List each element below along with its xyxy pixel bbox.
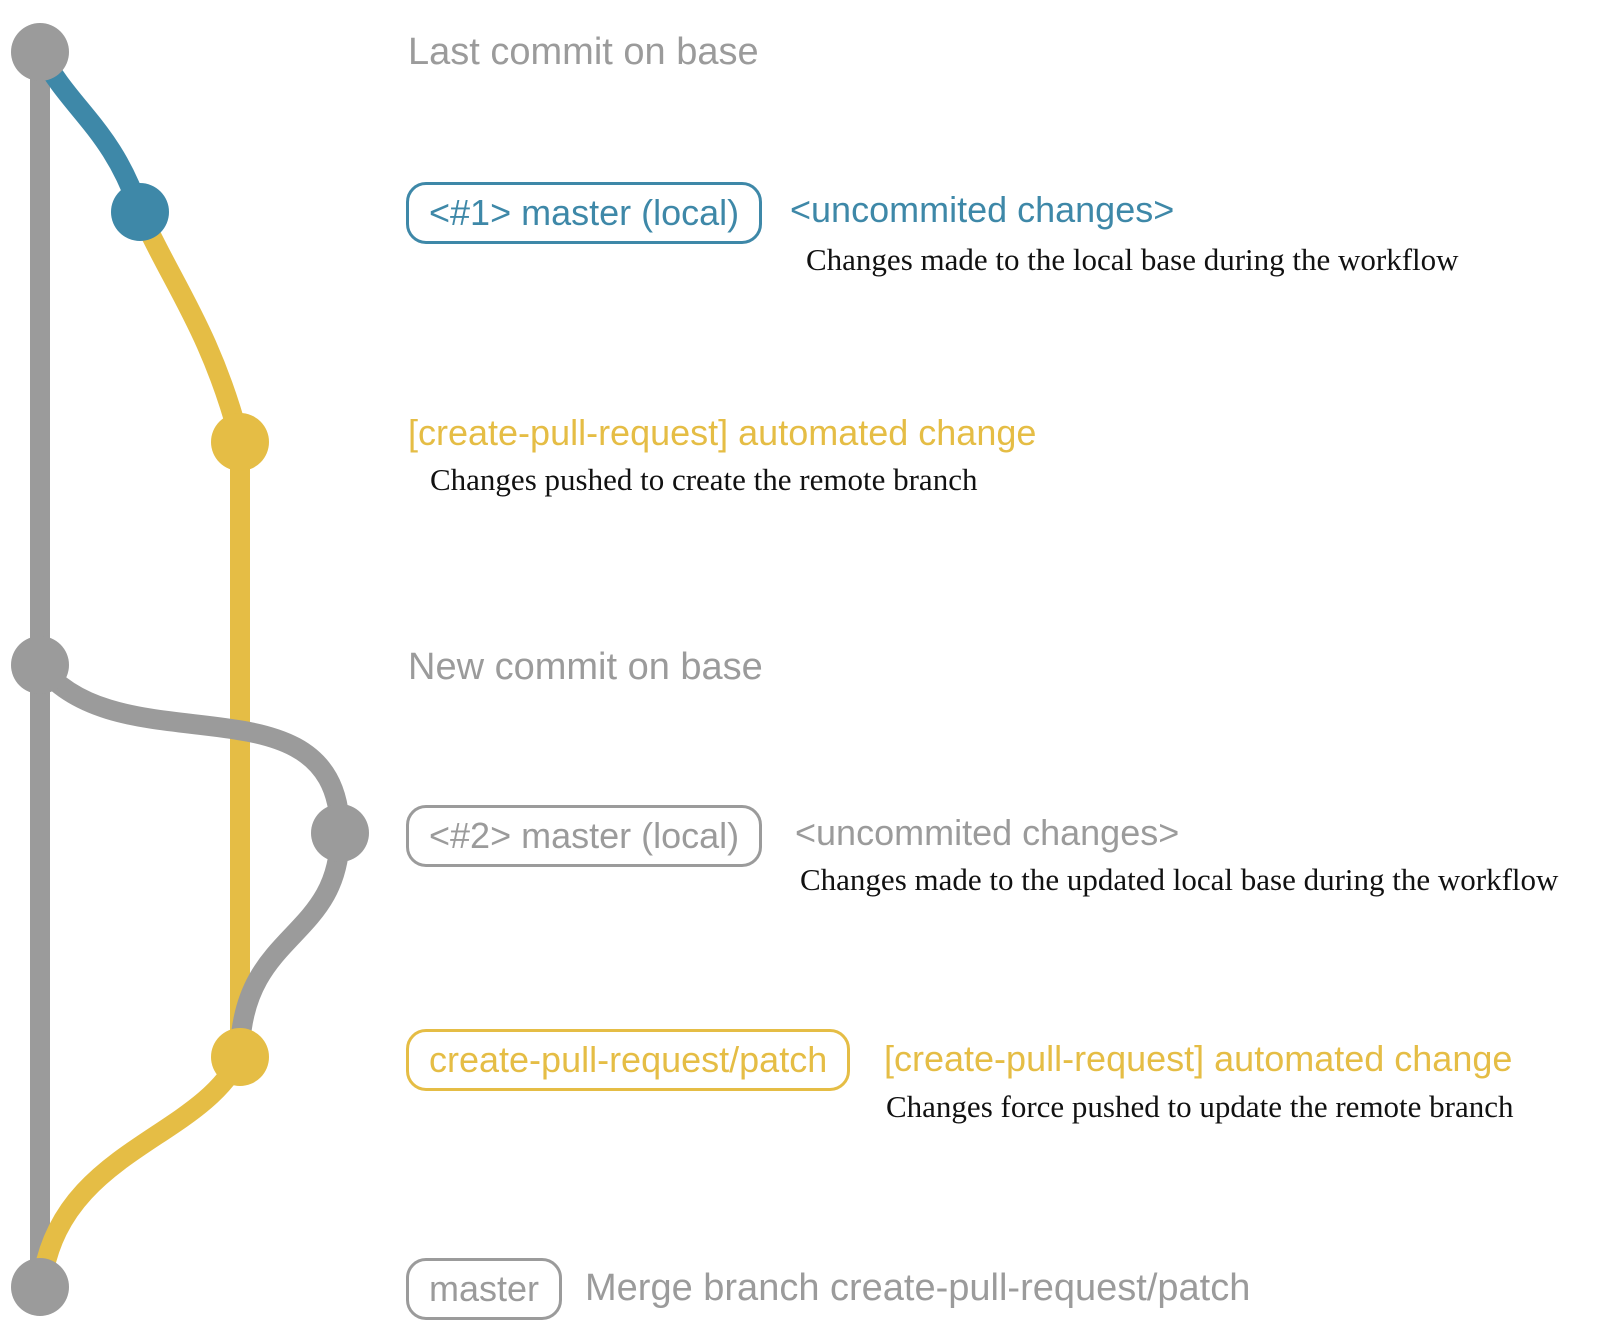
desc-remote-branch-create: Changes pushed to create the remote bran… (430, 462, 978, 497)
branch-badge-master: master (406, 1258, 563, 1320)
local-changes-curve-2 (30, 655, 350, 843)
commit-dot-merge (11, 1258, 69, 1316)
label-new-commit-on-base: New commit on base (408, 646, 763, 688)
commit-dot-remote-push (211, 413, 269, 471)
commit-dot-last-base (11, 23, 69, 81)
commit-msg-merge-branch: Merge branch create-pull-request/patch (585, 1267, 1251, 1309)
commit-dot-force-push (211, 1028, 269, 1086)
remote-branch-create-curve (130, 202, 248, 444)
commit-dot-uncommited-2 (311, 804, 369, 862)
commit-msg-automated-change-1: [create-pull-request] automated change (408, 412, 1037, 453)
branch-badge-master-local-1: <#1> master (local) (406, 182, 763, 244)
desc-local-changes-2: Changes made to the updated local base d… (800, 862, 1559, 897)
commit-msg-automated-change-2: [create-pull-request] automated change (884, 1038, 1513, 1079)
note-uncommited-changes-2: <uncommited changes> (795, 812, 1180, 853)
force-push-curve (230, 823, 350, 1058)
desc-local-changes-1: Changes made to the local base during th… (806, 242, 1459, 277)
desc-force-push: Changes force pushed to update the remot… (886, 1089, 1514, 1124)
commit-dot-new-base (11, 636, 69, 694)
branch-badge-master-local-2: <#2> master (local) (406, 805, 763, 867)
label-last-commit-on-base: Last commit on base (408, 31, 759, 73)
merge-curve (32, 1047, 250, 1292)
note-uncommited-changes-1: <uncommited changes> (790, 189, 1175, 230)
branch-badge-create-pull-request-patch: create-pull-request/patch (406, 1029, 851, 1091)
commit-dot-uncommited-1 (111, 183, 169, 241)
